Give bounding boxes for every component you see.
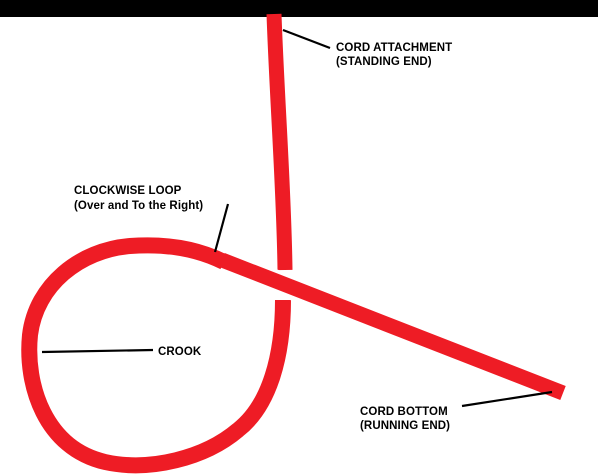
label-cord-bottom-line2: (RUNNING END) <box>360 420 450 432</box>
label-cord-attachment: CORD ATTACHMENT (STANDING END) <box>336 42 456 68</box>
top-bar <box>0 0 598 17</box>
cord-standing-end <box>266 13 293 271</box>
label-clockwise-loop-line2: (Over and To the Right) <box>74 200 203 212</box>
label-cord-attachment-line2: (STANDING END) <box>336 56 432 68</box>
leader-clockwise-loop <box>213 203 230 253</box>
label-cord-attachment-line1: CORD ATTACHMENT <box>336 42 452 54</box>
cord-running-end <box>219 253 566 400</box>
leader-cord-attachment <box>282 28 331 50</box>
label-clockwise-loop: CLOCKWISE LOOP (Over and To the Right) <box>74 185 203 212</box>
leader-crook <box>41 348 154 354</box>
label-cord-bottom: CORD BOTTOM (RUNNING END) <box>360 406 451 432</box>
label-cord-bottom-line1: CORD BOTTOM <box>360 406 448 418</box>
label-crook-line1: CROOK <box>158 346 202 358</box>
label-crook: CROOK <box>158 346 202 358</box>
cord-crook-loop <box>21 237 291 474</box>
leader-cord-bottom <box>461 390 553 408</box>
label-clockwise-loop-line1: CLOCKWISE LOOP <box>74 185 182 197</box>
